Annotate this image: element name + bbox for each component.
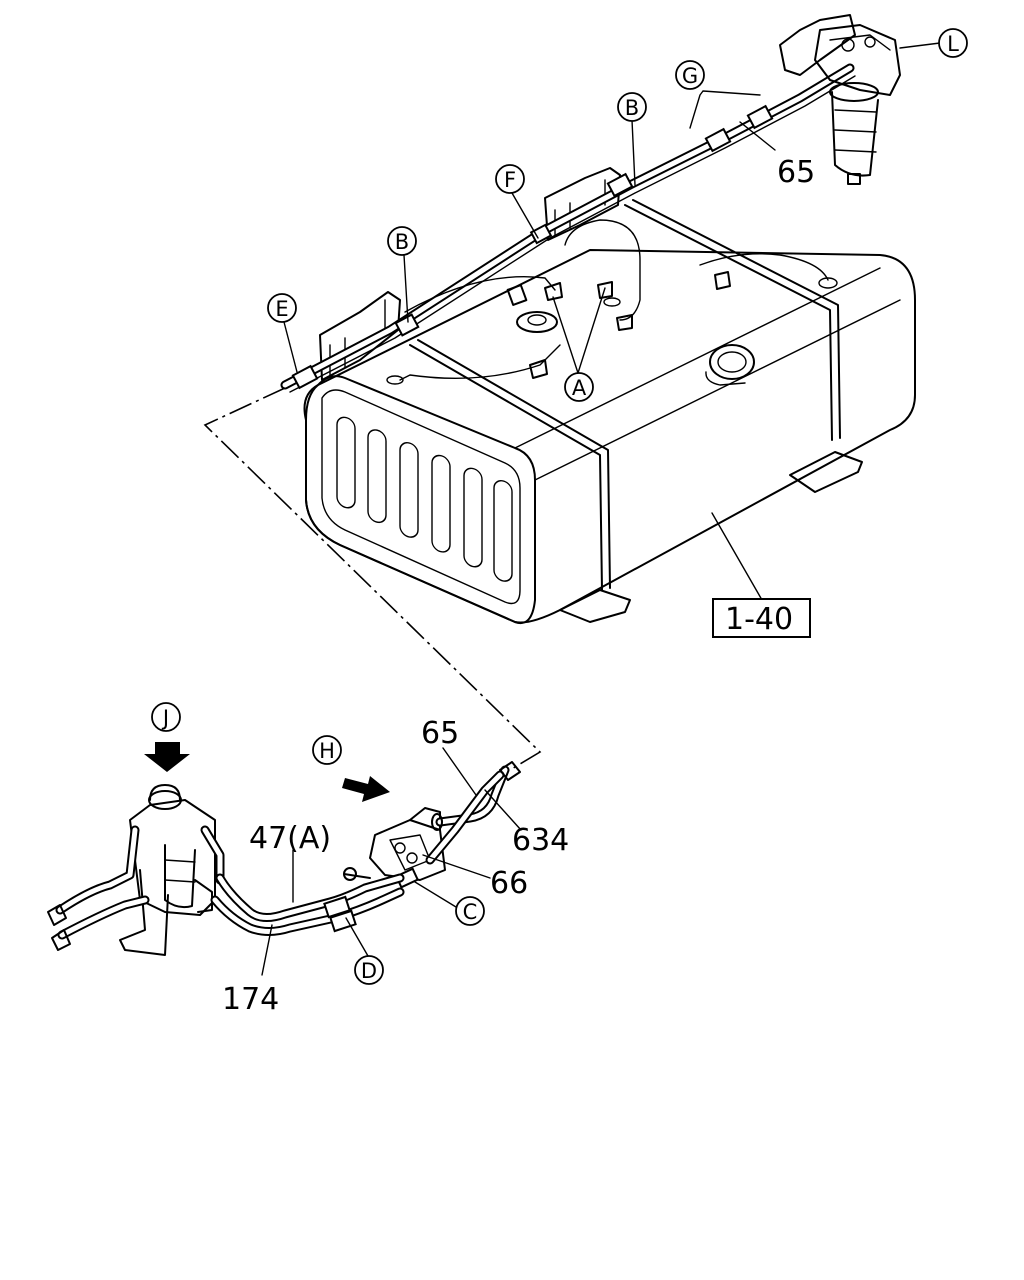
fuel-tank xyxy=(303,199,916,624)
part-box-1-40 xyxy=(712,598,811,638)
svg-text:J: J xyxy=(161,706,169,730)
svg-text:E: E xyxy=(275,297,288,321)
callout-a: A xyxy=(564,372,594,402)
arrow-view-j xyxy=(144,742,190,772)
connection-line xyxy=(203,387,542,771)
callout-b-top: B xyxy=(617,92,647,122)
svg-text:L: L xyxy=(947,32,959,56)
water-separator-top xyxy=(779,14,901,185)
leader-lines xyxy=(261,42,941,976)
callout-b-mid: B xyxy=(387,226,417,256)
arrow-view-h xyxy=(342,776,390,802)
part-label-174: 174 xyxy=(222,982,279,1017)
part-label-66: 66 xyxy=(490,866,528,901)
svg-text:C: C xyxy=(463,900,478,924)
svg-text:H: H xyxy=(319,739,335,763)
svg-text:A: A xyxy=(572,376,587,400)
svg-text:B: B xyxy=(395,230,409,254)
part-label-47a: 47(A) xyxy=(249,821,331,856)
svg-text:G: G xyxy=(682,64,698,88)
callout-l: L xyxy=(938,28,968,58)
part-label-1-40: 1-40 xyxy=(725,602,793,637)
callout-j: J xyxy=(151,702,181,732)
callout-c: C xyxy=(455,896,485,926)
fuel-filter-bottom-left xyxy=(47,784,225,956)
part-label-65-top: 65 xyxy=(777,155,815,190)
callout-h: H xyxy=(312,735,342,765)
part-label-65-bottom: 65 xyxy=(421,716,459,751)
svg-text:B: B xyxy=(625,96,639,120)
part-label-634: 634 xyxy=(512,823,569,858)
svg-text:F: F xyxy=(504,168,516,192)
hoses-bottom xyxy=(210,873,405,936)
callout-g: G xyxy=(675,60,705,90)
callout-f: F xyxy=(495,164,525,194)
callout-d: D xyxy=(354,955,384,985)
fuel-lines-top xyxy=(280,63,856,393)
callout-e: E xyxy=(267,293,297,323)
svg-text:D: D xyxy=(361,959,377,983)
